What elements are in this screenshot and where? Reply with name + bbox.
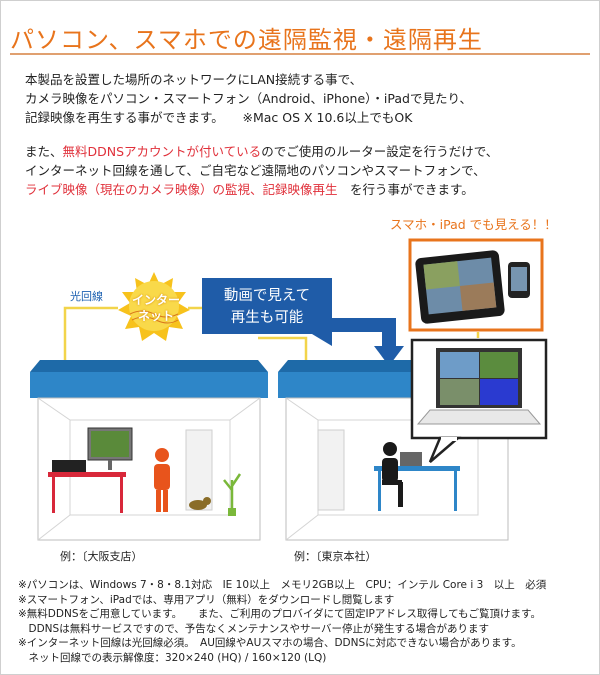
caption-tokyo: 例：〔東京本社） xyxy=(294,550,377,563)
footnote-4: DDNSは無料サービスですので、予告なくメンテナンスやサーバー停止が発生する場合… xyxy=(18,622,489,635)
intro-line-3: 記録映像を再生する事ができます。 ※Mac OS X 10.6以上でもOK xyxy=(25,110,413,125)
footnotes: ※パソコンは、Windows 7・8・8.1対応 IE 10以上 メモリ2GB以… xyxy=(18,578,546,666)
ddns-line-3: ライブ映像（現在のカメラ映像）の監視、記録映像再生 を行う事ができます。 xyxy=(25,180,498,199)
ddns-line-1-post: のでご使用のルーター設定を行うだけで、 xyxy=(261,144,499,159)
intro-paragraph: 本製品を設置した場所のネットワークにLAN接続する事で、 カメラ映像をパソコン・… xyxy=(25,70,472,127)
fiber-line-label: 光回線 xyxy=(70,290,103,303)
ddns-paragraph: また、無料DDNSアカウントが付いているのでご使用のルーター設定を行うだけで、 … xyxy=(25,142,498,199)
internet-label: インター ネット xyxy=(128,292,184,324)
ddns-line-2: インターネット回線を通して、ご自宅など遠隔地のパソコンやスマートフォンで、 xyxy=(25,163,486,178)
footnote-5: ※インターネット回線は光回線必須。 AU回線やAUスマホの場合、DDNSに対応で… xyxy=(18,637,522,650)
footnote-2: ※スマートフォン、iPadでは、専用アプリ（無料）をダウンロードし閲覧します xyxy=(18,593,395,606)
footnote-6: ネット回線での表示解像度：320×240 (HQ) / 160×120 (LQ) xyxy=(18,651,327,664)
title-divider xyxy=(10,53,590,55)
video-bubble xyxy=(202,278,332,346)
tokyo-headquarters-house xyxy=(278,360,518,541)
intro-line-2: カメラ映像をパソコン・スマートフォン（Android、iPhone）・iPadで… xyxy=(25,91,472,106)
page-title: パソコン、スマホでの遠隔監視・遠隔再生 xyxy=(10,26,483,54)
ddns-line-1-pre: また、 xyxy=(25,144,63,159)
bubble-line-1: 動画で見えて xyxy=(223,288,311,304)
ddns-line-1: また、無料DDNSアカウントが付いているのでご使用のルーター設定を行うだけで、 xyxy=(25,142,498,161)
bubble-line-2: 再生も可能 xyxy=(230,310,304,326)
intro-line-1: 本製品を設置した場所のネットワークにLAN接続する事で、 xyxy=(25,72,363,87)
ddns-line-3-post: を行う事ができます。 xyxy=(337,182,474,197)
live-highlight: ライブ映像（現在のカメラ映像）の監視、記録映像再生 xyxy=(25,182,338,197)
smartphone-callout: スマホ・iPad でも見える！！ xyxy=(390,217,557,232)
smartphone-ipad-photo xyxy=(408,238,544,332)
internet-cloud-icon xyxy=(118,272,190,341)
caption-osaka: 例：〔大阪支店） xyxy=(60,550,143,563)
internet-label-line-2: ネット xyxy=(137,309,174,323)
laptop-screen-callout xyxy=(410,338,548,463)
down-arrow-icon xyxy=(318,318,404,366)
footnote-3: ※無料DDNSをご用意しています。 また、ご利用のプロバイダにて固定IPアドレス… xyxy=(18,608,541,621)
ddns-highlight: 無料DDNSアカウントが付いている xyxy=(62,144,262,159)
osaka-branch-house xyxy=(30,360,268,541)
internet-label-line-1: インター xyxy=(131,293,180,307)
video-bubble-text: 動画で見えて 再生も可能 xyxy=(208,285,326,329)
footnote-1: ※パソコンは、Windows 7・8・8.1対応 IE 10以上 メモリ2GB以… xyxy=(18,579,547,591)
